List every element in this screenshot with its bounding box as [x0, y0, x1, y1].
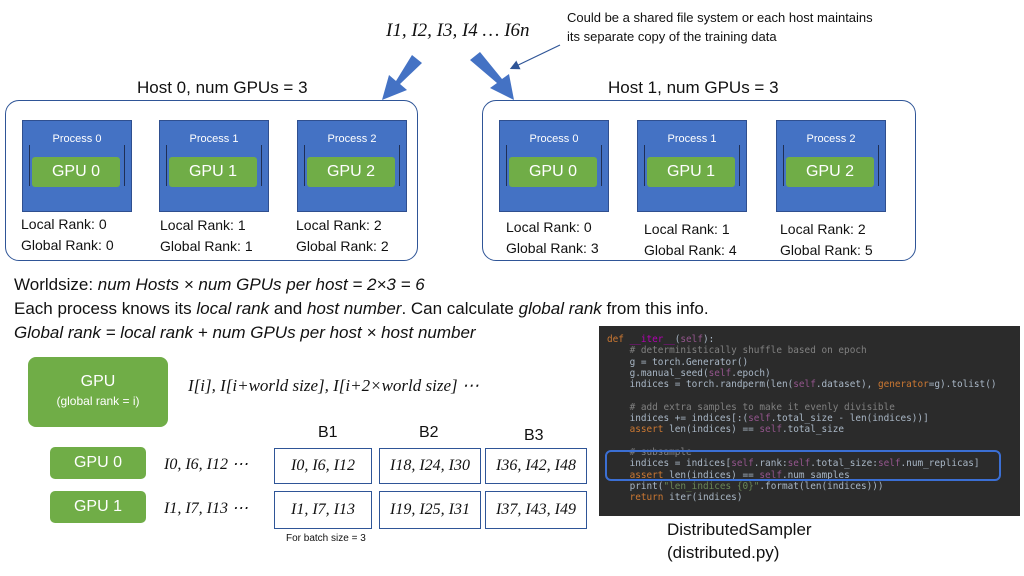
process-label: Process 1: [664, 133, 720, 145]
global-rank: Global Rank: 1: [160, 238, 253, 254]
code-line: assert len(indices) == self.total_size: [629, 424, 845, 436]
global-rank: Global Rank: 2: [296, 238, 389, 254]
local-rank: Local Rank: 0: [506, 219, 592, 235]
code-line: [607, 436, 996, 447]
arrow-to-host1: [470, 52, 514, 100]
code-line: g.manual_seed(self.epoch): [607, 367, 771, 379]
arrows-layer: [382, 44, 561, 100]
note-line-1: Could be a shared file system or each ho…: [567, 10, 873, 25]
batch-cell: I1, I7, I13: [274, 491, 372, 529]
batch-cell: I19, I25, I31: [379, 491, 481, 529]
code-line: g = torch.Generator(): [607, 356, 749, 368]
global-rank: Global Rank: 3: [506, 240, 599, 256]
batch-cell: I36, I42, I48: [485, 448, 587, 484]
gpu-generic-sequence: I[i], I[i+world size], I[i+2×world size]…: [188, 376, 479, 395]
local-rank: Local Rank: 2: [780, 221, 866, 237]
code-line: # subsample: [607, 446, 692, 458]
each-text-e: . Can calculate: [401, 299, 519, 318]
host0-process2: Process 2 GPU 2: [297, 120, 407, 212]
global-rank-formula: Global rank = local rank + num GPUs per …: [14, 323, 476, 343]
batch-cell: I0, I6, I12: [274, 448, 372, 484]
code-caption-line1: DistributedSampler: [667, 520, 812, 539]
process-label: Process 0: [526, 133, 582, 145]
host1-process2: Process 2 GPU 2: [776, 120, 886, 212]
code-line: # add extra samples to make it evenly di…: [607, 401, 895, 413]
code-line: [607, 390, 996, 401]
host1-rank2: Local Rank: 2 Global Rank: 5: [780, 219, 873, 261]
arrow-to-host0: [382, 55, 422, 100]
each-text-b: local rank: [196, 299, 270, 318]
each-text-g: from this info.: [601, 299, 709, 318]
batch-header-b1: B1: [318, 424, 338, 441]
global-rank: Global Rank: 0: [21, 237, 114, 253]
gpu-generic-box: GPU (global rank = i): [28, 357, 168, 427]
gpu-chip: GPU 0: [509, 157, 597, 187]
host0-rank1: Local Rank: 1 Global Rank: 1: [160, 215, 253, 257]
subsample-highlight: [605, 450, 1001, 481]
each-process-line: Each process knows its local rank and ho…: [14, 299, 709, 319]
host0-title: Host 0, num GPUs = 3: [137, 78, 308, 97]
process-label: Process 0: [49, 133, 105, 145]
gpu-chip: GPU 1: [169, 157, 257, 187]
batch-cell: I18, I24, I30: [379, 448, 481, 484]
code-line: indices = indices[self.rank:self.total_s…: [607, 458, 980, 470]
process-label: Process 1: [186, 133, 242, 145]
batch-size-footnote: For batch size = 3: [286, 533, 366, 544]
gpu-chip: GPU 2: [786, 157, 874, 187]
worldsize-prefix: Worldsize:: [14, 275, 98, 294]
data-source-note: Could be a shared file system or each ho…: [567, 8, 873, 46]
gpu-chip: GPU 0: [32, 157, 120, 187]
code-line: indices = torch.randperm(len(self.datase…: [607, 379, 997, 391]
global-formula-text: Global rank = local rank + num GPUs per …: [14, 323, 476, 342]
code-line: return iter(indices): [629, 492, 743, 504]
gpu-chip: GPU 1: [647, 157, 735, 187]
batch-header-b3: B3: [524, 427, 544, 444]
batch-header-b2: B2: [419, 424, 439, 441]
local-rank: Local Rank: 0: [21, 216, 107, 232]
local-rank: Local Rank: 2: [296, 217, 382, 233]
code-caption: DistributedSampler (distributed.py): [667, 518, 812, 564]
code-line: def __iter__(self):: [607, 334, 715, 345]
host0-process0: Process 0 GPU 0: [22, 120, 132, 212]
each-text-f: global rank: [518, 299, 602, 318]
row-gpu0-sequence: I0, I6, I12 ⋯: [164, 456, 248, 473]
host1-process1: Process 1 GPU 1: [637, 120, 747, 212]
input-sequence: I1, I2, I3, I4 … I6n: [386, 20, 530, 42]
row-gpu1-box: GPU 1: [50, 491, 146, 523]
input-seq-text: I1, I2, I3, I4 … I6n: [386, 20, 530, 41]
batch-cell: I37, I43, I49: [485, 491, 587, 529]
each-text-d: host number: [306, 299, 402, 318]
code-line: indices += indices[:(self.total_size - l…: [607, 413, 929, 425]
each-text-c: and: [269, 299, 307, 318]
gpu-chip: GPU 2: [307, 157, 395, 187]
worldsize-formula: num Hosts × num GPUs per host = 2×3 = 6: [97, 275, 425, 294]
gpu-generic-sublabel: (global rank = i): [56, 394, 140, 408]
host0-process1: Process 1 GPU 1: [159, 120, 269, 212]
host0-rank2: Local Rank: 2 Global Rank: 2: [296, 215, 389, 257]
row-gpu1-sequence: I1, I7, I13 ⋯: [164, 500, 248, 517]
code-panel: def __iter__(self): # deterministically …: [599, 326, 1020, 516]
code-line: # deterministically shuffle based on epo…: [607, 345, 867, 357]
code-caption-line2: (distributed.py): [667, 543, 780, 562]
process-label: Process 2: [803, 133, 859, 145]
process-label: Process 2: [324, 133, 380, 145]
host1-rank0: Local Rank: 0 Global Rank: 3: [506, 217, 599, 259]
host1-rank1: Local Rank: 1 Global Rank: 4: [644, 219, 737, 261]
global-rank: Global Rank: 4: [644, 242, 737, 258]
code-line: print("len_indices {0}".format(len(indic…: [607, 480, 884, 492]
note-pointer-arrow: [509, 44, 561, 70]
note-line-2: its separate copy of the training data: [567, 29, 777, 44]
global-rank: Global Rank: 5: [780, 242, 873, 258]
gpu-generic-label: GPU: [80, 373, 116, 390]
host1-title: Host 1, num GPUs = 3: [608, 78, 779, 97]
local-rank: Local Rank: 1: [644, 221, 730, 237]
row-gpu0-box: GPU 0: [50, 447, 146, 479]
each-text-a: Each process knows its: [14, 299, 197, 318]
code-line: assert len(indices) == self.num_samples: [629, 469, 850, 481]
host0-rank0: Local Rank: 0 Global Rank: 0: [21, 214, 114, 256]
local-rank: Local Rank: 1: [160, 217, 246, 233]
worldsize-line: Worldsize: num Hosts × num GPUs per host…: [14, 275, 425, 295]
host1-process0: Process 0 GPU 0: [499, 120, 609, 212]
